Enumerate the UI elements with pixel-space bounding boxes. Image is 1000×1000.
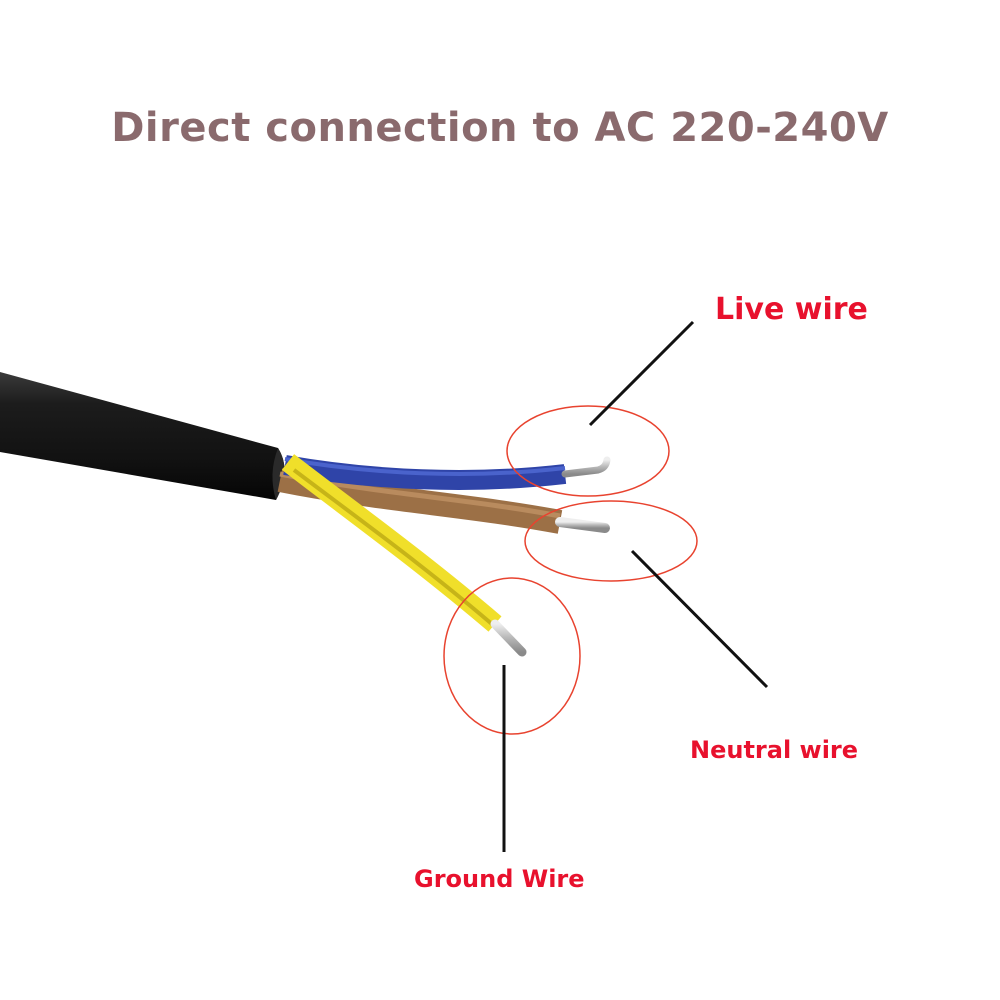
neutral-conductor [555, 517, 610, 533]
ground-wire-shadow [292, 468, 502, 633]
neutral-wire-label: Neutral wire [690, 736, 859, 764]
cable-jacket [0, 372, 285, 500]
neutral-pointer-line [630, 549, 769, 689]
live-conductor [561, 456, 611, 478]
page-title: Direct connection to AC 220-240V [111, 105, 889, 151]
ground-highlight-circle [443, 577, 581, 735]
live-wire-label: Live wire [715, 292, 868, 327]
live-highlight-circle [506, 405, 670, 497]
live-pointer-line [588, 320, 695, 427]
live-wire [283, 455, 567, 490]
neutral-highlight-circle [524, 500, 698, 582]
ground-wire-label: Ground Wire [414, 865, 585, 893]
ground-conductor [490, 619, 527, 657]
live-wire-highlight [284, 457, 566, 476]
